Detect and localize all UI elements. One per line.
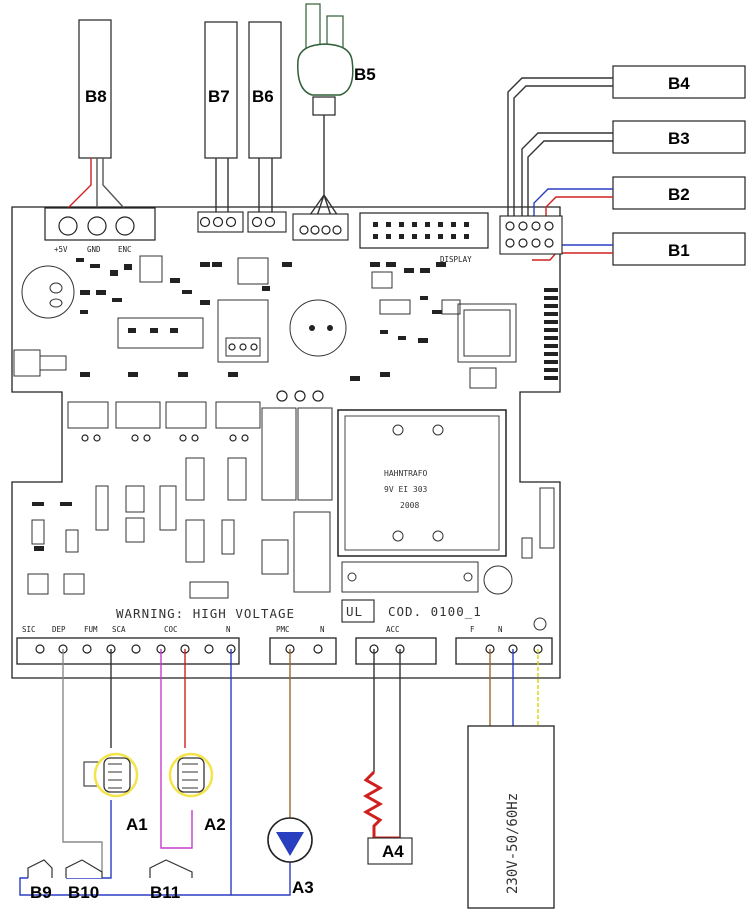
a3-label: A3 bbox=[292, 878, 314, 897]
ul-label: UL bbox=[346, 604, 363, 619]
buzzer bbox=[289, 299, 347, 357]
warning-label: WARNING: HIGH VOLTAGE bbox=[116, 606, 295, 621]
relay-2 bbox=[297, 407, 333, 501]
terminal-n-label: N bbox=[226, 625, 231, 634]
pcb-outline bbox=[11, 206, 561, 679]
b8-label: B8 bbox=[85, 87, 107, 106]
display-label: DISPLAY bbox=[440, 255, 472, 264]
b9-label: B9 bbox=[30, 883, 52, 902]
transformer-brand: HAHNTRAFO bbox=[384, 469, 428, 478]
b8-probe bbox=[78, 19, 112, 159]
b3-probe bbox=[612, 120, 746, 154]
terminal-gnd-label: GND bbox=[87, 245, 101, 254]
b6-probe bbox=[248, 21, 282, 159]
a4-heater bbox=[362, 770, 400, 840]
pmc-terminal-block bbox=[269, 637, 337, 665]
transformer-spec: 9V EI 303 bbox=[384, 485, 428, 494]
b11-label: B11 bbox=[150, 883, 180, 902]
a2-relay bbox=[168, 752, 214, 798]
b4-probe bbox=[612, 65, 746, 99]
pin-header-right bbox=[544, 288, 558, 380]
terminal-dep-label: DEP bbox=[52, 625, 66, 634]
varistor bbox=[483, 565, 513, 595]
b5-label: B5 bbox=[354, 65, 376, 84]
terminal-coc-label: COC bbox=[164, 625, 178, 634]
smd-components-center bbox=[370, 262, 461, 343]
power-supply-box bbox=[467, 725, 555, 909]
a1-relay bbox=[83, 752, 139, 798]
b5-pressure-sensor bbox=[297, 3, 354, 223]
b7-probe bbox=[204, 21, 238, 159]
b1-label: B1 bbox=[668, 241, 690, 260]
terminal-pmc-label: PMC bbox=[276, 625, 290, 634]
terminal-sic-label: SIC bbox=[22, 625, 36, 634]
microcontroller bbox=[457, 303, 517, 363]
relay-1 bbox=[261, 407, 297, 501]
a4-label: A4 bbox=[382, 842, 404, 861]
terminal-acc-label: ACC bbox=[386, 625, 400, 634]
terminal-enc-label: ENC bbox=[118, 245, 132, 254]
b7-label: B7 bbox=[208, 87, 230, 106]
b1-probe bbox=[612, 232, 746, 266]
smd-components-lower bbox=[27, 457, 331, 599]
b10-label: B10 bbox=[68, 883, 99, 902]
terminal-sca-label: SCA bbox=[112, 625, 126, 634]
board-code: COD. 0100_1 bbox=[388, 604, 482, 619]
terminal-power-n-label: N bbox=[498, 625, 503, 634]
terminal-fum-label: FUM bbox=[84, 625, 98, 634]
terminal-pmc-n-label: N bbox=[320, 625, 325, 634]
ul-mark bbox=[341, 599, 375, 623]
a1-label: A1 bbox=[126, 815, 148, 834]
terminal-f-label: F bbox=[470, 625, 475, 634]
b2-label: B2 bbox=[668, 185, 690, 204]
power-supply-label: 230V-50/60Hz bbox=[505, 793, 521, 894]
display-connector bbox=[359, 212, 489, 249]
main-terminal-block bbox=[16, 637, 240, 665]
terminal-5v-label: +5V bbox=[54, 245, 68, 254]
b2-probe bbox=[612, 176, 746, 210]
a2-label: A2 bbox=[204, 815, 226, 834]
trimmer-row bbox=[67, 372, 261, 442]
transformer bbox=[337, 409, 507, 557]
b3-label: B3 bbox=[668, 129, 690, 148]
b6-label: B6 bbox=[252, 87, 274, 106]
transformer-year: 2008 bbox=[400, 501, 419, 510]
b4-label: B4 bbox=[668, 74, 690, 93]
smd-components-left bbox=[76, 255, 292, 349]
potentiometer bbox=[21, 265, 75, 319]
voltage-regulator bbox=[217, 299, 269, 363]
